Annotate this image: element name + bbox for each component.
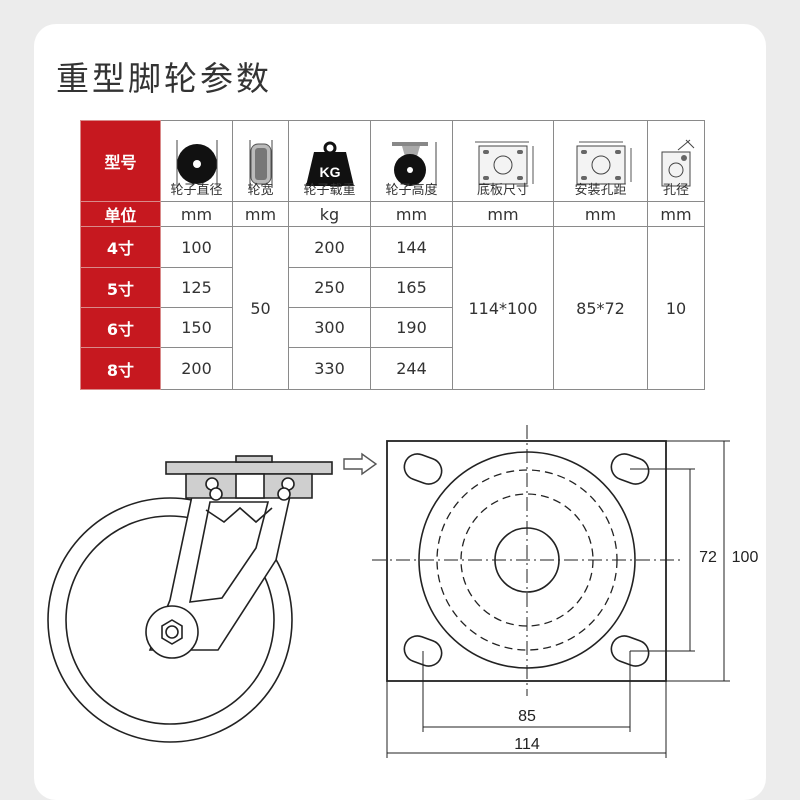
unit-cell: mm xyxy=(160,201,233,227)
mounting-slot xyxy=(403,635,443,667)
load-cell: 250 xyxy=(288,267,371,308)
fork-cutout xyxy=(188,501,270,603)
load-cell: 330 xyxy=(288,347,371,390)
hole-diameter-cell: 10 xyxy=(647,226,705,390)
col-header-diameter: 轮子直径 xyxy=(160,120,233,202)
model-cell: 4寸 xyxy=(80,226,161,268)
unit-header: 单位 xyxy=(80,201,161,227)
base-plate-view xyxy=(372,425,730,758)
height-cell: 190 xyxy=(370,307,453,348)
kg-icon-text: KG xyxy=(319,164,340,180)
diameter-cell: 100 xyxy=(160,226,233,268)
kingpin xyxy=(235,473,265,499)
dim-plate-height: 100 xyxy=(732,549,759,566)
bearing-ball xyxy=(277,487,291,501)
plate-outline xyxy=(386,440,667,682)
load-cell: 200 xyxy=(288,226,371,268)
base-plate-icon xyxy=(475,141,534,185)
col-label: 轮宽 xyxy=(247,183,274,198)
col-header-height: 轮子高度 xyxy=(370,120,453,202)
height-cell: 244 xyxy=(370,347,453,390)
col-label: 安装孔距 xyxy=(574,183,627,198)
hole-spacing-icon xyxy=(576,141,631,185)
col-label: 轮子载重 xyxy=(303,183,356,198)
mounting-slot xyxy=(610,635,650,667)
dim-plate-width: 114 xyxy=(514,736,540,753)
axle-hole xyxy=(165,625,179,639)
caster-height-icon xyxy=(391,142,436,186)
col-label: 底板尺寸 xyxy=(476,183,529,198)
width-cell: 50 xyxy=(232,226,289,390)
model-cell: 8寸 xyxy=(80,347,161,390)
wheel-diameter-icon xyxy=(176,140,217,188)
model-cell: 6寸 xyxy=(80,307,161,348)
unit-cell: mm xyxy=(370,201,453,227)
dim-hole-spacing-y: 72 xyxy=(699,549,717,566)
hole-spacing-cell: 85*72 xyxy=(553,226,648,390)
unit-cell: mm xyxy=(553,201,648,227)
model-cell: 5寸 xyxy=(80,267,161,308)
caster-side-view xyxy=(47,455,333,743)
col-header-plate: 底板尺寸 xyxy=(452,120,554,202)
plate-cell: 114*100 xyxy=(452,226,554,390)
unit-cell: kg xyxy=(288,201,371,227)
label-mask xyxy=(696,540,720,570)
kg-weight-icon: KG xyxy=(305,141,354,186)
top-plate xyxy=(165,461,333,475)
bearing-ball xyxy=(209,487,223,501)
mounting-slot xyxy=(610,453,650,485)
col-header-load: KG 轮子载重 xyxy=(288,120,371,202)
col-header-width: 轮宽 xyxy=(232,120,289,202)
page-title: 重型脚轮参数 xyxy=(56,59,272,98)
spec-table: 型号 轮子直径 轮宽 KG 轮子载重 xyxy=(80,120,705,390)
col-label: 轮子高度 xyxy=(385,183,438,198)
col-header-hole-diameter: 孔径 xyxy=(647,120,705,202)
height-cell: 165 xyxy=(370,267,453,308)
col-label: 轮子直径 xyxy=(170,183,223,198)
top-plate-boss xyxy=(235,455,273,463)
fork-hatching xyxy=(205,506,273,524)
unit-cell: mm xyxy=(647,201,705,227)
col-label: 孔径 xyxy=(662,183,689,198)
model-header: 型号 xyxy=(80,120,161,202)
table-row: 4寸 100 50 200 144 114*100 85*72 10 xyxy=(80,226,705,390)
diameter-cell: 200 xyxy=(160,347,233,390)
dim-hole-spacing-x: 85 xyxy=(518,708,536,725)
mounting-slot xyxy=(403,453,443,485)
technical-drawing: 72 100 85 114 xyxy=(47,425,759,758)
diameter-cell: 125 xyxy=(160,267,233,308)
unit-cell: mm xyxy=(452,201,554,227)
table-row: 8寸 200 330 244 xyxy=(80,347,705,390)
hole-diameter-icon xyxy=(661,139,695,187)
load-cell: 300 xyxy=(288,307,371,348)
wheel-width-icon xyxy=(249,140,272,188)
col-header-hole-spacing: 安装孔距 xyxy=(553,120,648,202)
height-cell: 144 xyxy=(370,226,453,268)
unit-row: 单位 mm mm kg mm mm mm mm xyxy=(80,201,705,227)
unit-cell: mm xyxy=(232,201,289,227)
table-row: 5寸 125 250 165 xyxy=(80,267,705,308)
dimension-lines xyxy=(386,440,730,758)
diameter-cell: 150 xyxy=(160,307,233,348)
arrow-icon xyxy=(343,452,378,476)
table-header-row: 型号 轮子直径 轮宽 KG 轮子载重 xyxy=(80,120,705,202)
